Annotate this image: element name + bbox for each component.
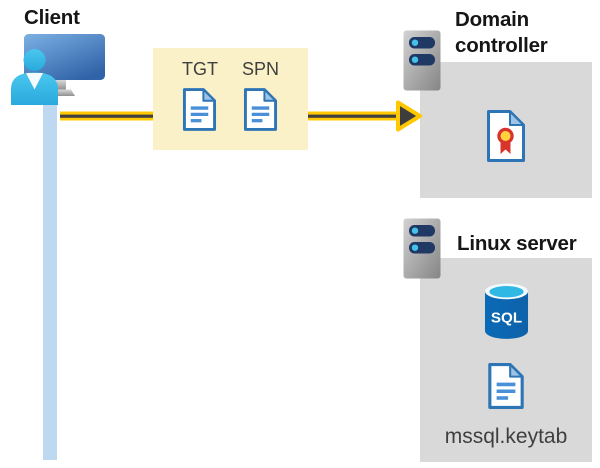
domain-controller-panel [420, 62, 592, 198]
keytab-document-icon [488, 363, 524, 409]
client-title: Client [24, 6, 80, 29]
spn-ticket: SPN [242, 59, 279, 150]
linux-server-server-icon [403, 218, 441, 279]
domain-controller-server-icon [403, 30, 441, 91]
spn-document-icon [243, 88, 278, 131]
client-computer-icon [11, 34, 105, 105]
ticket-highlight-box: TGT SPN [153, 48, 308, 150]
keytab-filename-label: mssql.keytab [444, 425, 568, 448]
linux-server-panel: SQL mssql.keytab [420, 258, 592, 462]
certificate-icon [487, 110, 525, 162]
tgt-document-icon [183, 88, 217, 131]
domain-controller-title: Domain controller [455, 8, 548, 57]
tgt-label: TGT [181, 59, 218, 79]
sql-label: SQL [490, 310, 521, 327]
spn-label: SPN [241, 59, 279, 79]
sql-database-icon: SQL [484, 283, 528, 339]
arrowhead [396, 100, 422, 132]
tgt-ticket: TGT [182, 59, 218, 150]
client-connection-line [43, 90, 57, 460]
linux-server-title: Linux server [457, 232, 577, 255]
user-icon [11, 49, 58, 105]
